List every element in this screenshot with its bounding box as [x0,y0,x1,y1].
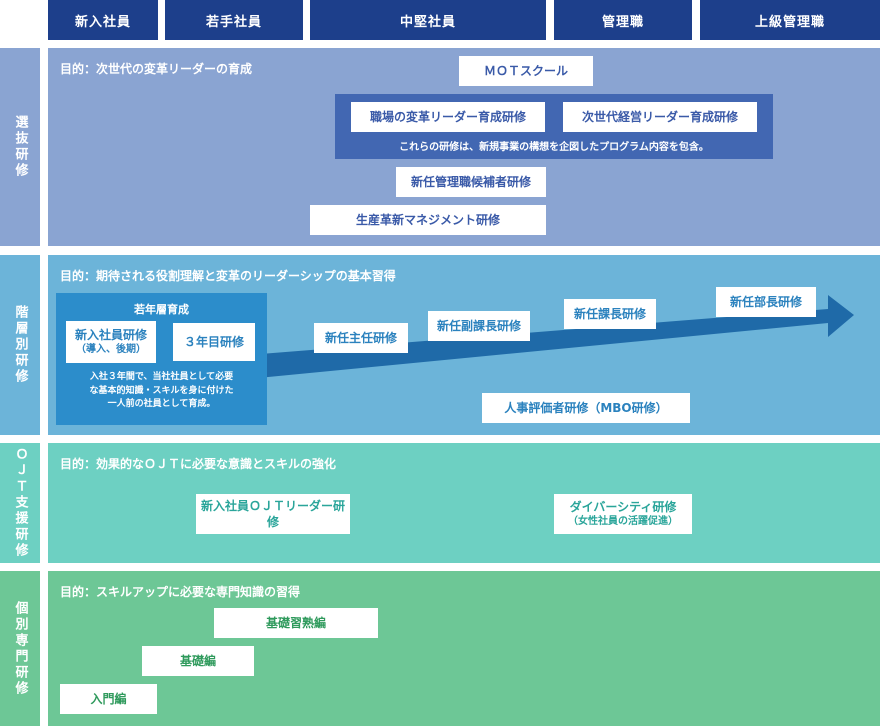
growth-arrow [248,295,854,379]
box-label: 人事評価者研修（MBO研修） [504,400,668,415]
side-label-text: 個別専門研修 [12,600,28,697]
young-group-title: 若年層育成 [134,303,189,316]
box-evaluator-training[interactable]: 人事評価者研修（MBO研修） [482,393,690,423]
panel-ojt-training: 目的：効果的なＯＪＴに必要な意識とスキルの強化 新入社員ＯＪＴリーダー研修 ダイ… [48,443,880,563]
panel-hierarchy-training: 目的：期待される役割理解と変革のリーダーシップの基本習得 若年層育成 新入社員研… [48,255,880,435]
side-label-specialist: 個別専門研修 [0,571,40,726]
box-third-year-training[interactable]: ３年目研修 [173,323,255,361]
box-label: ダイバーシティ研修 [569,500,677,515]
box-label: 新任管理職候補者研修 [410,174,531,189]
purpose-text: 目的：効果的なＯＪＴに必要な意識とスキルの強化 [60,457,337,471]
box-new-deputy-chief-training[interactable]: 新任副課長研修 [428,311,530,341]
purpose-text: 目的：期待される役割理解と変革のリーダーシップの基本習得 [60,269,396,283]
box-label: 新任副課長研修 [436,318,521,333]
group-note: これらの研修は、新規事業の構想を企図したプログラム内容を包含。 [399,142,709,153]
side-label-text: 選抜研修 [12,115,28,179]
box-label: 基礎習熟編 [265,615,326,630]
box-label: 生産革新マネジメント研修 [355,212,500,227]
header-manager: 管理職 [554,0,692,40]
header-mid-employee: 中堅社員 [310,0,546,40]
box-label: 次世代経営リーダー育成研修 [581,109,738,124]
group-young-development: 若年層育成 新入社員研修 （導入、後期） ３年目研修 入社３年間で、当社社員とし… [56,293,267,425]
box-label: 新任部長研修 [729,294,802,309]
box-new-dept-head-training[interactable]: 新任部長研修 [716,287,816,317]
header-senior-manager: 上級管理職 [700,0,880,40]
box-sublabel: （導入、後期） [76,344,146,356]
group-leader-programs: 職場の変革リーダー育成研修 次世代経営リーダー育成研修 これらの研修は、新規事業… [335,94,773,159]
box-basic[interactable]: 基礎編 [142,646,254,676]
side-label-hierarchy: 階層別研修 [0,255,40,435]
box-sublabel: （女性社員の活躍促進） [568,516,678,528]
box-label: 新任主任研修 [324,330,397,345]
purpose-text: 目的：スキルアップに必要な専門知識の習得 [60,585,301,599]
box-next-gen-leader-training[interactable]: 次世代経営リーダー育成研修 [563,102,757,132]
box-new-section-chief-training[interactable]: 新任課長研修 [564,299,656,329]
box-label: ＭＯＴスクール [483,63,568,78]
box-production-mgmt[interactable]: 生産革新マネジメント研修 [310,205,546,235]
growth-arrow-shape [248,295,854,379]
panel-selection-training: 目的：次世代の変革リーダーの育成 ＭＯＴスクール 職場の変革リーダー育成研修 次… [48,48,880,246]
box-new-manager-candidate[interactable]: 新任管理職候補者研修 [396,167,546,197]
header-new-employee: 新入社員 [48,0,158,40]
side-label-ojt: ＯＪＴ支援研修 [0,443,40,563]
panel-specialist-training: 目的：スキルアップに必要な専門知識の習得 基礎習熟編 基礎編 入門編 [48,571,880,726]
box-ojt-leader-training[interactable]: 新入社員ＯＪＴリーダー研修 [196,494,350,534]
header-young-employee: 若手社員 [165,0,303,40]
box-new-chief-training[interactable]: 新任主任研修 [314,323,408,353]
box-diversity-training[interactable]: ダイバーシティ研修 （女性社員の活躍促進） [554,494,692,534]
box-mot-school[interactable]: ＭＯＴスクール [459,56,593,86]
side-label-selection: 選抜研修 [0,48,40,246]
side-label-text: ＯＪＴ支援研修 [12,447,28,559]
box-introductory[interactable]: 入門編 [60,684,157,714]
box-label: 入門編 [90,691,127,706]
purpose-text: 目的：次世代の変革リーダーの育成 [60,62,253,76]
box-label: 新入社員研修 [74,328,147,343]
box-label: 新入社員ＯＪＴリーダー研修 [200,498,345,529]
box-change-leader-training[interactable]: 職場の変革リーダー育成研修 [351,102,545,132]
box-label: ３年目研修 [183,334,244,349]
box-label: 基礎編 [179,653,216,668]
box-new-employee-training[interactable]: 新入社員研修 （導入、後期） [66,321,156,363]
box-label: 新任課長研修 [573,306,646,321]
young-group-note: 入社３年間で、当社社員として必要な基本的知識・スキルを身に付けた一人前の社員とし… [89,372,234,409]
box-label: 職場の変革リーダー育成研修 [369,109,526,124]
box-basic-mastery[interactable]: 基礎習熟編 [214,608,378,638]
side-label-text: 階層別研修 [12,305,28,385]
